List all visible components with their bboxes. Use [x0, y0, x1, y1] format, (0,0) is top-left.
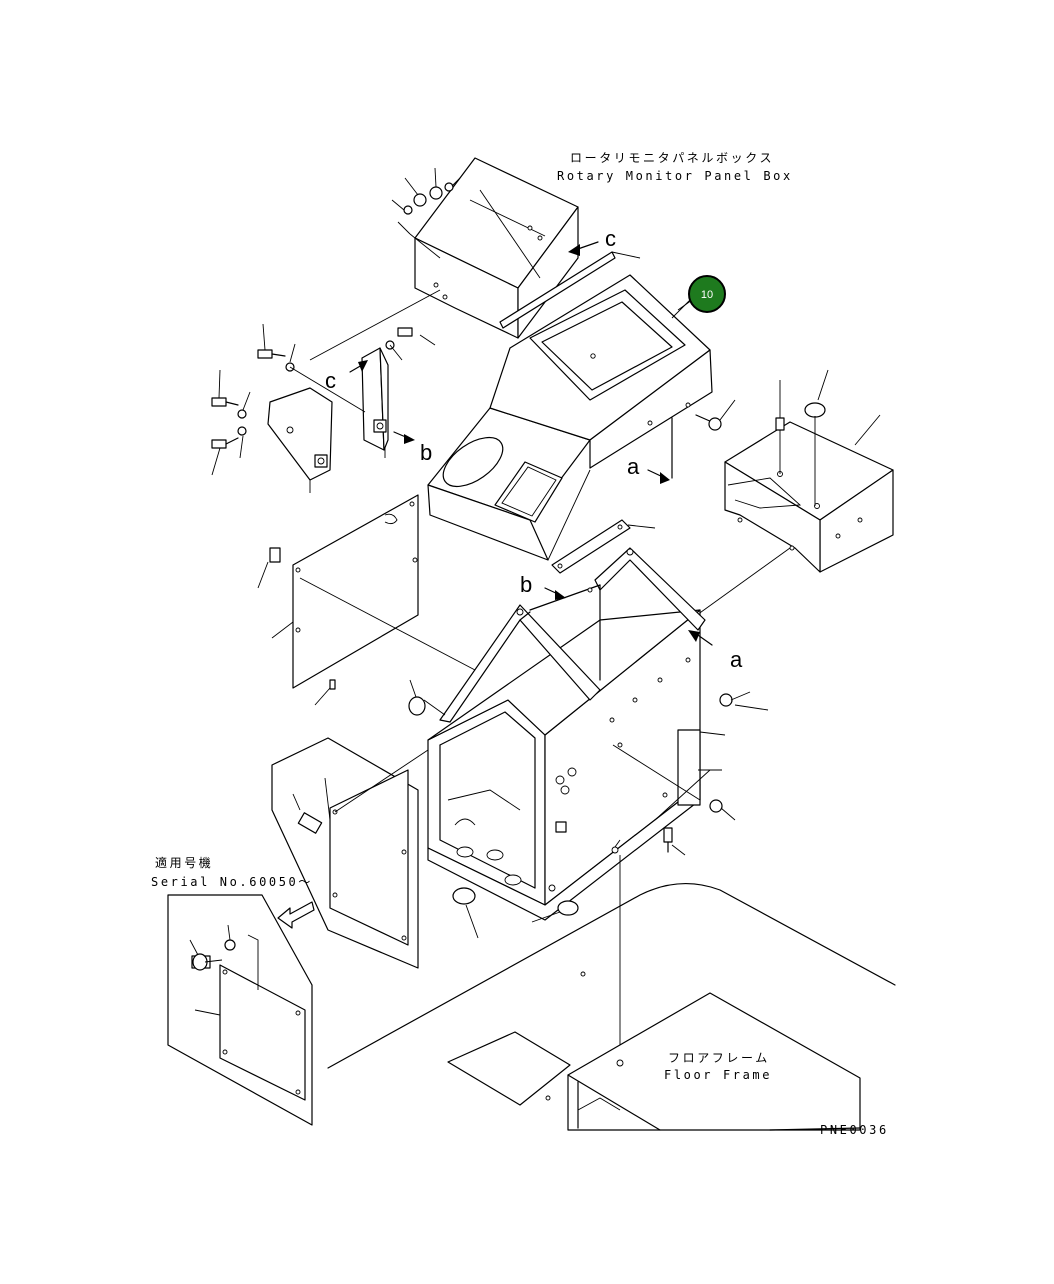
- monitor-stand-frame: [427, 547, 726, 921]
- serial-label-en: Serial No.60050～: [151, 875, 313, 889]
- front-cover-panel: [271, 737, 429, 969]
- ref-letter-b-frame: b: [520, 572, 532, 597]
- floor-frame-label-jp: フロアフレーム: [668, 1051, 770, 1065]
- bolt-right-housing: [695, 399, 736, 431]
- drawing-code: PNE0036: [820, 1123, 889, 1137]
- grommets-and-bolts: [408, 679, 769, 1063]
- ref-letter-c-top: c: [605, 226, 616, 251]
- right-cover-box: [689, 369, 894, 621]
- gasket-strip: [499, 251, 616, 329]
- callout-badge-10[interactable]: 10: [688, 275, 726, 313]
- ref-letter-c-left: c: [325, 368, 336, 393]
- rotary-monitor-panel-box: [391, 157, 579, 339]
- left-side-panel: [257, 494, 476, 706]
- serial-detail-inset: [167, 894, 315, 1126]
- floor-frame: [327, 883, 896, 1131]
- left-brackets: [211, 289, 441, 493]
- ref-letter-a-housing: a: [627, 454, 640, 479]
- panel-box-label-en: Rotary Monitor Panel Box: [557, 169, 793, 183]
- ref-letter-a-frame: a: [730, 647, 743, 672]
- callout-number: 10: [701, 289, 713, 301]
- floor-frame-label-en: Floor Frame: [664, 1068, 772, 1082]
- ref-letter-b-bracket: b: [420, 440, 432, 465]
- panel-box-label-jp: ロータリモニタパネルボックス: [570, 151, 774, 165]
- monitor-panel-housing: [427, 274, 713, 561]
- spacer-bar: [551, 519, 631, 574]
- serial-label-jp: 適用号機: [155, 855, 213, 870]
- reference-arrows: [349, 241, 713, 646]
